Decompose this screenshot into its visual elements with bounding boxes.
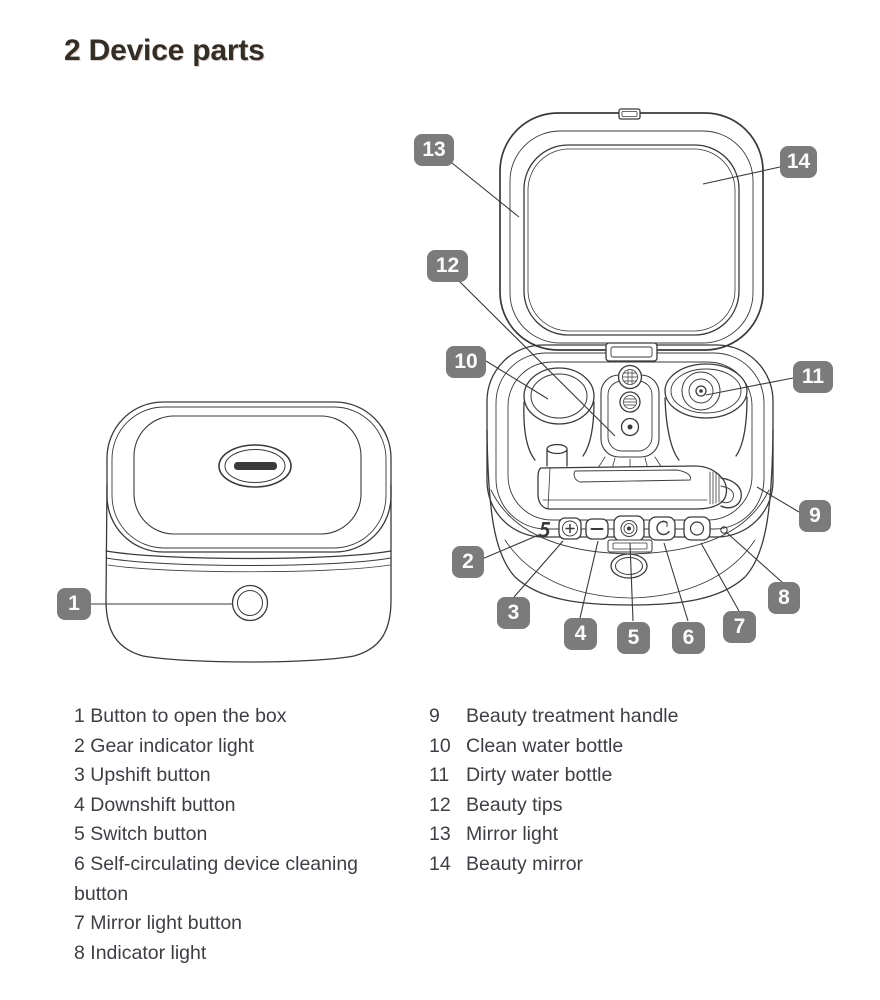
beauty-treatment-handle [537, 465, 742, 510]
gear-indicator-digit: 5 [539, 518, 551, 542]
legend-item: 8 Indicator light [74, 941, 207, 964]
callout-badge-1: 1 [57, 588, 91, 620]
legend-item: 6 Self-circulating device cleaning butto… [74, 852, 359, 905]
open-button [231, 584, 269, 622]
legend-item: 5 Switch button [74, 823, 208, 846]
closed-box-body [105, 484, 392, 663]
upshift-button-icon [558, 517, 582, 540]
base-body [486, 429, 774, 606]
mirror-light-button-icon [683, 516, 711, 541]
logo-emblem [218, 444, 292, 488]
handle-nozzle [720, 477, 742, 509]
clean-water-bottle [523, 367, 595, 461]
beauty-tips-column [597, 364, 663, 471]
downshift-button-icon [585, 518, 609, 540]
closed-lid-edge [111, 406, 387, 549]
page-title: 2 Device parts [64, 34, 265, 67]
water-spout [546, 443, 568, 467]
open-box-figure: 5 [486, 108, 774, 606]
callout-badge-13: 13 [414, 134, 454, 166]
front-open-button [610, 553, 648, 579]
indicator-light-dot [720, 526, 728, 534]
mirror-light-ring [527, 148, 736, 332]
legend-item: 4 Downshift button [74, 793, 236, 816]
closed-lid-plateau [133, 415, 362, 535]
callout-badge-5: 5 [617, 622, 650, 654]
logo-text-mark [234, 462, 277, 470]
callout-badge-4: 4 [564, 618, 597, 650]
lid-seam [105, 550, 392, 560]
callout-badge-14: 14 [780, 146, 817, 178]
callout-badge-3: 3 [497, 597, 530, 629]
legend-item: 2 Gear indicator light [74, 734, 254, 757]
callout-badge-12: 12 [427, 250, 468, 282]
callout-badge-11: 11 [793, 361, 833, 393]
legend-item: 3 Upshift button [74, 764, 211, 787]
dirty-water-bottle [664, 363, 748, 461]
callout-badge-9: 9 [799, 500, 831, 532]
callout-badge-7: 7 [723, 611, 756, 643]
self-cleaning-button-icon [648, 516, 676, 541]
callout-badge-8: 8 [768, 582, 800, 614]
callout-badge-10: 10 [446, 346, 486, 378]
beauty-mirror [523, 144, 740, 336]
callout-badge-2: 2 [452, 546, 484, 578]
closed-lid-outer [106, 401, 392, 553]
callout-badge-6: 6 [672, 622, 705, 654]
legend-item: 7 Mirror light button [74, 912, 243, 935]
closed-box-figure [105, 401, 392, 663]
legend-item: 1 Button to open the box [74, 705, 287, 727]
legend-left-column: 1 Button to open the box 2 Gear indicato… [74, 702, 364, 968]
